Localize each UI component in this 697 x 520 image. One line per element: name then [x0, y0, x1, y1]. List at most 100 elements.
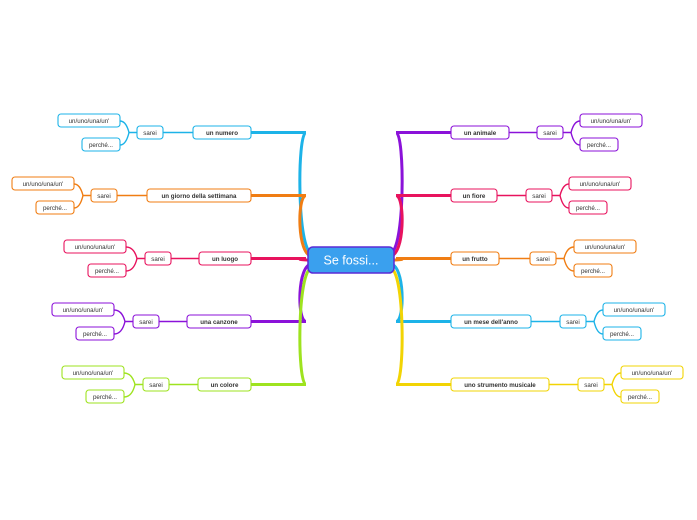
subtopic-sarei-canzone-box[interactable] [132, 314, 160, 329]
topic-animale-box[interactable] [450, 125, 510, 140]
topic-giorno-box[interactable] [146, 188, 252, 203]
leaf-article-colore[interactable]: un/uno/una/un' [61, 365, 125, 380]
subtopic-sarei-numero-box[interactable] [136, 125, 164, 140]
leaf-article-canzone[interactable]: un/uno/una/un' [51, 302, 115, 317]
subtopic-sarei-giorno[interactable]: sarei [90, 188, 118, 203]
leaf-perche-luogo[interactable]: perché... [87, 263, 127, 278]
subtopic-sarei-colore-box[interactable] [142, 377, 170, 392]
leaf-perche-giorno-box[interactable] [35, 200, 75, 215]
branch-connector-frutto [388, 257, 453, 262]
topic-numero-box[interactable] [192, 125, 252, 140]
subtopic-sarei-colore[interactable]: sarei [142, 377, 170, 392]
subtopic-sarei-numero[interactable]: sarei [136, 125, 164, 140]
topic-frutto[interactable]: un frutto [450, 251, 500, 266]
leaf-perche-colore[interactable]: perché... [85, 389, 125, 404]
leaf-article-mese-box[interactable] [602, 302, 666, 317]
leaf-connector-mese-2 [593, 321, 604, 335]
subtopic-sarei-animale[interactable]: sarei [536, 125, 564, 140]
leaf-perche-mese[interactable]: perché... [602, 326, 642, 341]
leaf-perche-frutto-box[interactable] [573, 263, 613, 278]
leaf-article-canzone-label: un/uno/una/un' [63, 307, 104, 314]
leaf-perche-strumento[interactable]: perché... [620, 389, 660, 404]
topic-fiore[interactable]: un fiore [450, 188, 498, 203]
leaf-perche-mese-box[interactable] [602, 326, 642, 341]
leaf-perche-giorno[interactable]: perché... [35, 200, 75, 215]
leaf-article-animale[interactable]: un/uno/una/un' [579, 113, 643, 128]
subtopic-sarei-luogo[interactable]: sarei [144, 251, 172, 266]
leaf-article-fiore-box[interactable] [568, 176, 632, 191]
leaf-perche-luogo-box[interactable] [87, 263, 127, 278]
leaf-perche-numero-box[interactable] [81, 137, 121, 152]
leaf-perche-fiore[interactable]: perché... [568, 200, 608, 215]
leaf-connector-numero-2 [119, 132, 130, 146]
subtopic-sarei-frutto-box[interactable] [529, 251, 557, 266]
subtopic-sarei-canzone[interactable]: sarei [132, 314, 160, 329]
leaf-article-mese[interactable]: un/uno/una/un' [602, 302, 666, 317]
topic-luogo-box[interactable] [198, 251, 252, 266]
topic-animale[interactable]: un animale [450, 125, 510, 140]
subtopic-sarei-mese-label: sarei [566, 319, 579, 326]
topic-luogo[interactable]: un luogo [198, 251, 252, 266]
leaf-article-luogo[interactable]: un/uno/una/un' [63, 239, 127, 254]
leaf-article-numero[interactable]: un/uno/una/un' [57, 113, 121, 128]
leaf-perche-canzone-box[interactable] [75, 326, 115, 341]
topic-colore-box[interactable] [197, 377, 252, 392]
subtopic-sarei-animale-box[interactable] [536, 125, 564, 140]
leaf-article-colore-box[interactable] [61, 365, 125, 380]
leaf-article-giorno[interactable]: un/uno/una/un' [11, 176, 75, 191]
topic-mese-box[interactable] [450, 314, 532, 329]
topic-fiore-box[interactable] [450, 188, 498, 203]
leaf-perche-animale[interactable]: perché... [579, 137, 619, 152]
topic-mese[interactable]: un mese dell'anno [450, 314, 532, 329]
leaf-connector-fiore-1 [552, 183, 570, 197]
topic-canzone[interactable]: una canzone [186, 314, 252, 329]
subtopic-sarei-frutto[interactable]: sarei [529, 251, 557, 266]
subtopic-sarei-luogo-box[interactable] [144, 251, 172, 266]
topic-numero[interactable]: un numero [192, 125, 252, 140]
leaf-perche-canzone[interactable]: perché... [75, 326, 115, 341]
subtopic-sarei-strumento-box[interactable] [577, 377, 605, 392]
leaf-article-strumento[interactable]: un/uno/una/un' [620, 365, 684, 380]
leaf-perche-animale-box[interactable] [579, 137, 619, 152]
subtopic-sarei-fiore[interactable]: sarei [525, 188, 553, 203]
leaf-article-luogo-box[interactable] [63, 239, 127, 254]
leaf-article-frutto[interactable]: un/uno/una/un' [573, 239, 637, 254]
leaf-article-frutto-box[interactable] [573, 239, 637, 254]
topic-canzone-box[interactable] [186, 314, 252, 329]
central-topic-label: Se fossi... [324, 254, 379, 268]
topic-strumento-box[interactable] [450, 377, 550, 392]
leaf-perche-fiore-label: perché... [576, 205, 600, 212]
leaf-article-animale-box[interactable] [579, 113, 643, 128]
subtopic-sarei-mese-box[interactable] [559, 314, 587, 329]
leaf-perche-animale-label: perché... [587, 142, 611, 149]
leaf-article-giorno-box[interactable] [11, 176, 75, 191]
subtopic-sarei-animale-label: sarei [543, 130, 556, 137]
leaf-article-canzone-box[interactable] [51, 302, 115, 317]
central-topic-box[interactable] [307, 246, 395, 274]
leaf-perche-numero-label: perché... [89, 142, 113, 149]
leaf-article-strumento-box[interactable] [620, 365, 684, 380]
leaf-perche-fiore-box[interactable] [568, 200, 608, 215]
subtopic-sarei-mese[interactable]: sarei [559, 314, 587, 329]
leaf-article-fiore[interactable]: un/uno/una/un' [568, 176, 632, 191]
leaf-perche-frutto[interactable]: perché... [573, 263, 613, 278]
topic-strumento[interactable]: uno strumento musicale [450, 377, 550, 392]
leaf-connector-numero-1 [119, 120, 137, 134]
topic-giorno[interactable]: un giorno della settimana [146, 188, 252, 203]
leaf-connector-canzone-2 [113, 321, 126, 335]
leaf-article-numero-box[interactable] [57, 113, 121, 128]
leaf-article-luogo-label: un/uno/una/un' [75, 244, 116, 251]
subtopic-sarei-giorno-box[interactable] [90, 188, 118, 203]
leaf-perche-strumento-box[interactable] [620, 389, 660, 404]
subtopic-sarei-strumento[interactable]: sarei [577, 377, 605, 392]
subtopic-sarei-luogo-label: sarei [151, 256, 164, 263]
leaf-perche-colore-box[interactable] [85, 389, 125, 404]
subtopic-sarei-fiore-box[interactable] [525, 188, 553, 203]
topic-colore[interactable]: un colore [197, 377, 252, 392]
topic-frutto-box[interactable] [450, 251, 500, 266]
leaf-article-colore-label: un/uno/una/un' [73, 370, 114, 377]
topic-animale-label: un animale [464, 130, 497, 137]
leaf-perche-numero[interactable]: perché... [81, 137, 121, 152]
central-topic[interactable]: Se fossi... [307, 246, 395, 274]
leaf-perche-mese-label: perché... [610, 331, 634, 338]
